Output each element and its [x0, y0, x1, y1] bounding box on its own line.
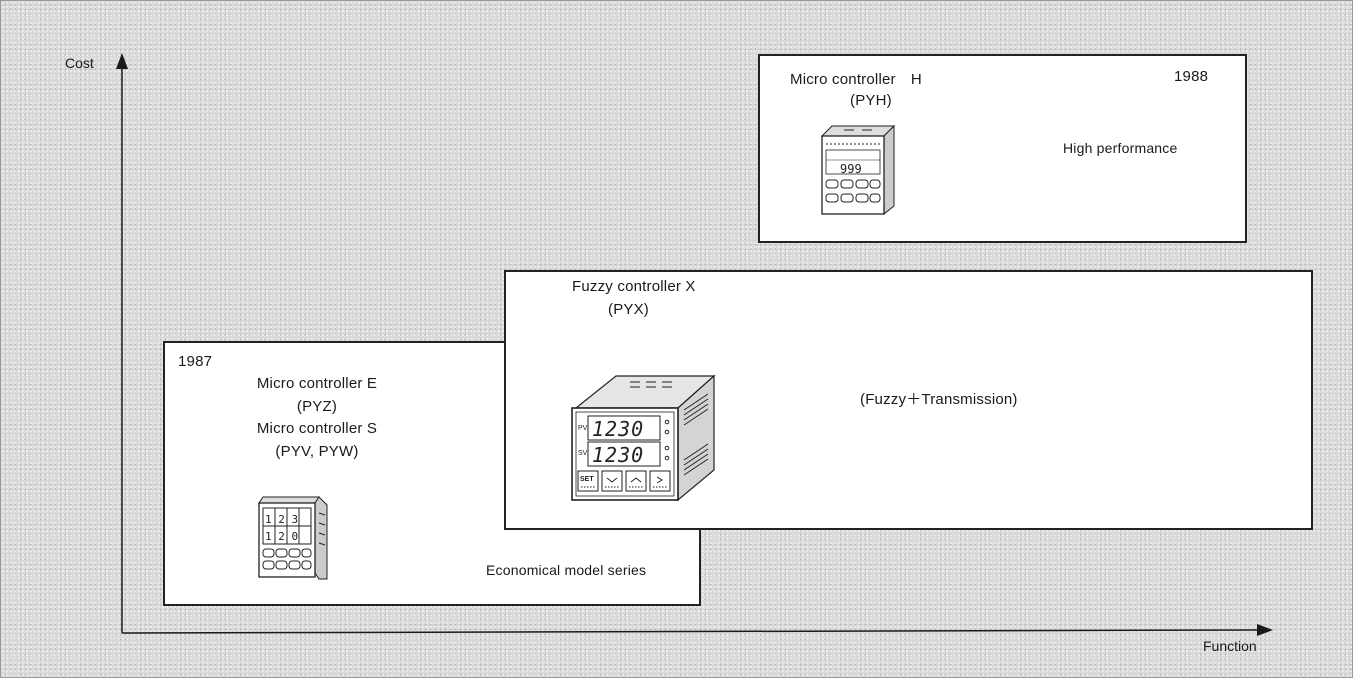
svg-text:999: 999 — [840, 162, 862, 176]
x-axis-arrow — [1257, 624, 1273, 636]
model-name-e: Micro controller E — [256, 375, 378, 392]
svg-text:1230: 1230 — [592, 417, 644, 441]
controller-large-icon: PV SV 1230 1230 SET — [571, 374, 716, 502]
model-name-h: Micro controller H — [790, 71, 922, 88]
model-name-fuzzy-x: Fuzzy controller X — [572, 278, 696, 295]
x-axis — [121, 629, 1262, 634]
fuzzy-caption: (Fuzzy＋Transmission) — [860, 391, 1018, 408]
x-axis-label: Function — [1203, 638, 1257, 654]
fuzzy-controller-box: Fuzzy controller X (PYX) (Fuzzy＋Transmis… — [504, 270, 1313, 530]
model-name-s: Micro controller S — [256, 420, 378, 437]
y-axis-arrow — [116, 53, 128, 69]
svg-text:SV: SV — [578, 450, 588, 457]
micro-controller-h-box: Micro controller H (PYH) 1988 High perfo… — [758, 54, 1247, 243]
model-code-pyz: (PYZ) — [296, 398, 338, 415]
svg-text:1230: 1230 — [592, 443, 644, 467]
svg-text:1 2 3: 1 2 3 — [265, 513, 298, 526]
svg-text:PV: PV — [578, 425, 588, 432]
svg-text:1 2 0: 1 2 0 — [265, 530, 298, 543]
svg-text:SET: SET — [580, 476, 594, 483]
year-label: 1987 — [178, 353, 213, 370]
model-code-pyx: (PYX) — [608, 301, 650, 318]
y-axis-label: Cost — [65, 55, 94, 71]
model-code-pyh: (PYH) — [850, 92, 892, 109]
year-label: 1988 — [1174, 68, 1209, 85]
high-performance-caption: High performance — [1063, 140, 1178, 156]
controller-small-icon: 1 2 3 1 2 0 — [258, 496, 328, 580]
economical-caption: Economical model series — [486, 562, 647, 578]
model-code-pyv-pyw: (PYV, PYW) — [275, 443, 359, 460]
controller-small-icon: 999 — [820, 124, 896, 216]
